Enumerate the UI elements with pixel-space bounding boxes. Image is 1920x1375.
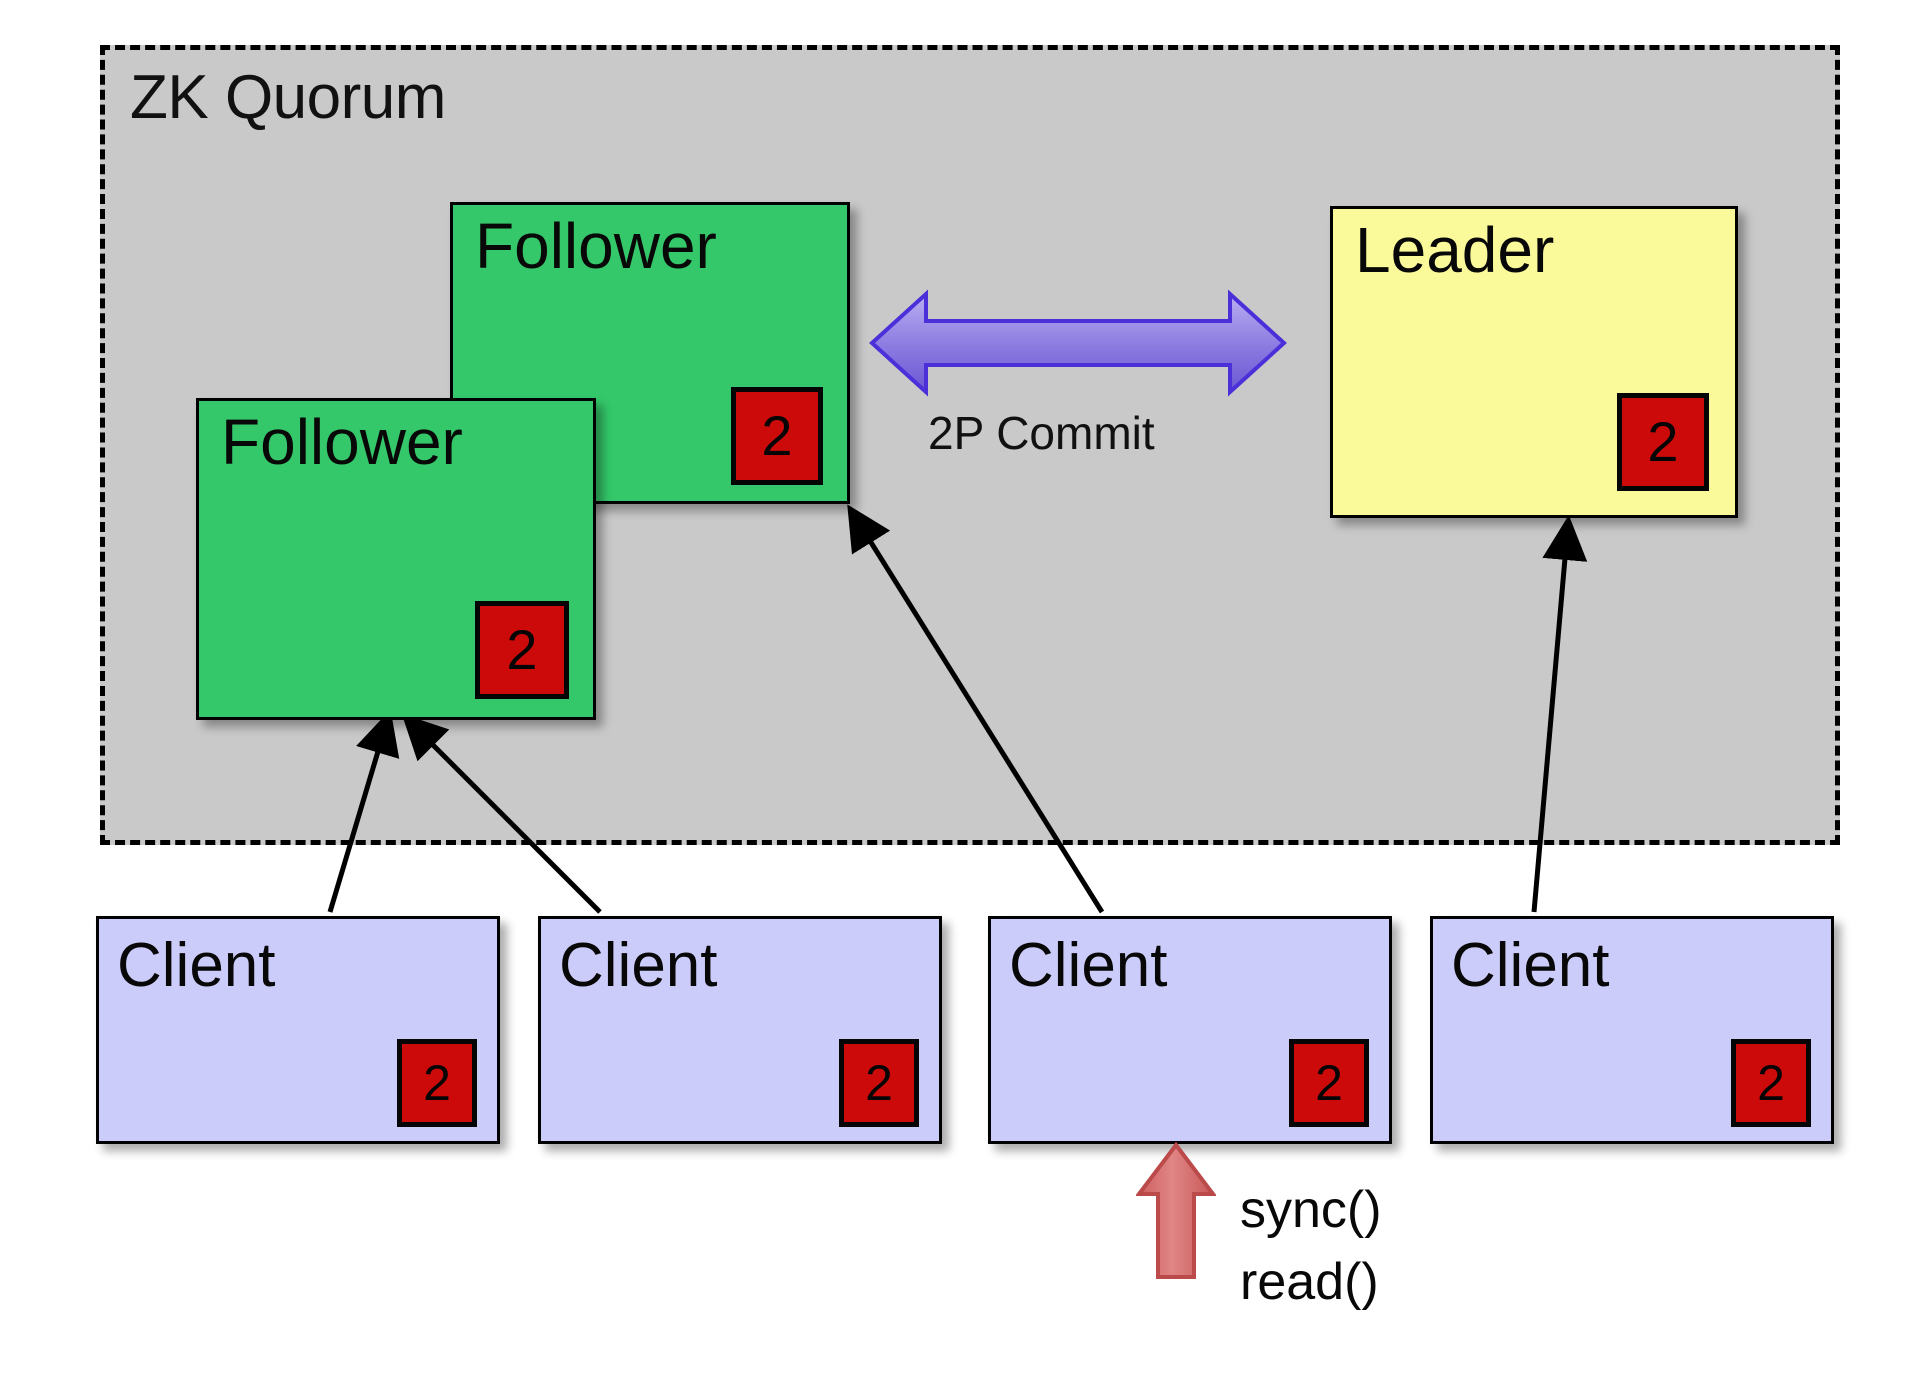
status-badge: 2 (475, 601, 569, 699)
node-follower-top[interactable]: Follower 2 (450, 202, 850, 504)
status-badge: 2 (839, 1039, 919, 1127)
status-badge: 2 (731, 387, 823, 485)
node-client-3[interactable]: Client 2 (988, 916, 1392, 1144)
node-label: Follower (475, 210, 717, 282)
node-label: Follower (221, 406, 463, 478)
zk-quorum-title: ZK Quorum (130, 63, 446, 132)
status-badge: 2 (1731, 1039, 1811, 1127)
two-phase-commit-label: 2P Commit (928, 407, 1155, 459)
node-label: Client (559, 931, 718, 1000)
node-label: Client (1009, 931, 1168, 1000)
node-leader[interactable]: Leader 2 (1330, 206, 1738, 518)
node-client-2[interactable]: Client 2 (538, 916, 942, 1144)
node-follower-bottom[interactable]: Follower 2 (196, 398, 596, 720)
node-label: Client (117, 931, 276, 1000)
sync-operation-label: sync() (1240, 1181, 1382, 1239)
status-badge: 2 (397, 1039, 477, 1127)
read-operation-label: read() (1240, 1253, 1379, 1311)
sync-read-arrow-icon (1136, 1142, 1216, 1279)
status-badge: 2 (1289, 1039, 1369, 1127)
node-client-4[interactable]: Client 2 (1430, 916, 1834, 1144)
node-client-1[interactable]: Client 2 (96, 916, 500, 1144)
two-phase-commit-arrow-icon (869, 289, 1287, 397)
node-label: Leader (1355, 214, 1555, 286)
node-label: Client (1451, 931, 1610, 1000)
status-badge: 2 (1617, 393, 1709, 491)
